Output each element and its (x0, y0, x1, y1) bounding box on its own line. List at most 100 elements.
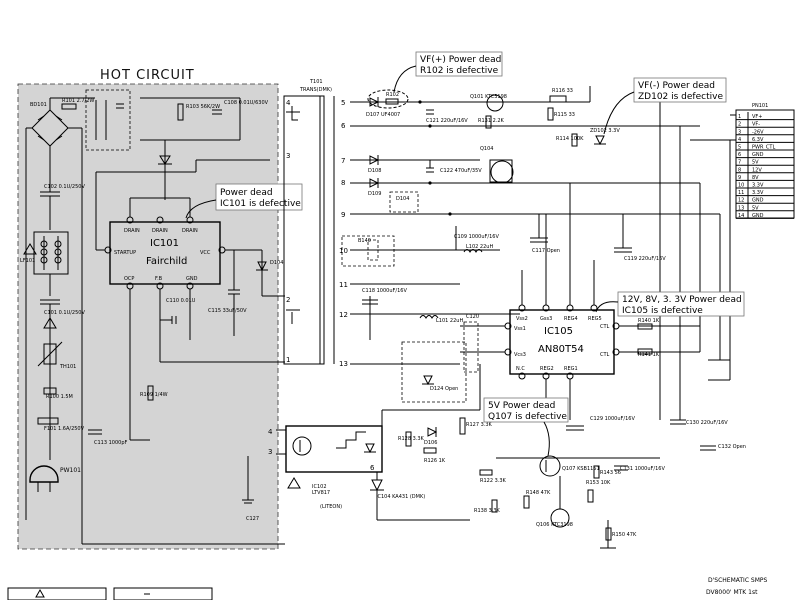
r126-resistor (423, 447, 437, 454)
connector-pin-label: 3.3V (752, 190, 764, 196)
connector-pin-label: 12V (752, 167, 762, 173)
r127-resistor (459, 417, 466, 435)
r102-label: R102 (386, 92, 399, 98)
q104-label: Q104 (480, 146, 493, 152)
d107-diode (369, 97, 380, 107)
f101-label: F101 1.6A/250V (44, 426, 85, 432)
r127-label: R127 3.3K (466, 422, 493, 428)
pn101-ref: PN101 (752, 103, 768, 109)
c130-label: C130 220uF/16V (686, 420, 728, 426)
d104-label: D104 (270, 260, 283, 266)
r102-highlight (367, 89, 409, 109)
c108-label: C108 0.01U/630V (224, 100, 269, 106)
r114-label: R114 100K (556, 136, 584, 142)
opto-pin-6: 6 (370, 464, 375, 472)
ic105-part: AN80T54 (538, 344, 584, 355)
t101-pin-6: 6 (341, 122, 346, 130)
ic105-pin-reg1: REG1 (564, 366, 578, 372)
ic101-pin-drain1: DRAIN (124, 228, 140, 234)
q107-label: Q107 KSB1151 (562, 466, 600, 472)
ic102-part: LTV817 (312, 490, 330, 496)
callout-ic105-line1: 12V, 8V, 3. 3V Power dead (622, 295, 742, 305)
t101-pin-2: 2 (286, 296, 290, 304)
t101-part: TRANS(DMK) (299, 87, 332, 93)
q101-label: Q101 KTC3198 (470, 94, 507, 100)
opto-pin-3: 3 (268, 448, 272, 456)
ic105-pin-gss3: Gss3 (540, 316, 552, 322)
r148-label: R148 47K (526, 490, 551, 496)
c118-label: C118 1000uF/16V (362, 288, 407, 294)
ic105-pin-reg4: REG4 (564, 316, 578, 322)
t101-ref: T101 (309, 79, 323, 85)
junction (448, 212, 452, 216)
f101-fuse (37, 417, 59, 425)
title-line2: DV8000' MTK 1st (706, 589, 758, 596)
c127-label: C127 (246, 516, 259, 522)
r138-label: R138 3.3K (474, 508, 501, 514)
optocoupler-ic102: 6 (285, 425, 383, 473)
t101-pin-10: 10 (339, 247, 348, 255)
ic101-pin-gnd: GND (186, 276, 198, 282)
bd101-label: BD101 (30, 102, 47, 108)
callout-ic105-line2: IC105 is defective (622, 306, 703, 316)
connector-pin-number: 12 (738, 198, 744, 204)
q106-label: Q106 KTC3198 (536, 522, 573, 528)
r141-label: R141 1K (638, 352, 660, 358)
connector-pin-number: 10 (738, 183, 744, 189)
secondary-rails (333, 96, 720, 365)
r153-label: R153 10K (586, 480, 611, 486)
d104-dashed-box (389, 191, 419, 213)
callout-vf-minus-line1: VF(-) Power dead (638, 81, 715, 91)
connector-pin-label: 3.3V (752, 183, 764, 189)
callout-vf-minus-line2: ZD102 is defective (638, 92, 723, 102)
callout-ic105: 12V, 8V, 3. 3V Power dead IC105 is defec… (595, 291, 745, 317)
r143-resistor (593, 465, 600, 479)
connector-pin-label: 8V (752, 175, 759, 181)
connector-pin-number: 14 (738, 213, 744, 219)
t101-pin-13: 13 (339, 360, 348, 368)
d108-label: D108 (368, 168, 381, 174)
connector-pin-label: PWR_CTL (752, 145, 775, 151)
c106-label: C102 0.1U/250V (44, 184, 85, 190)
d104-diode (257, 261, 267, 272)
ic104-label: IC104 KA431 (DMK) (376, 494, 425, 500)
t101-pin-3: 3 (286, 152, 290, 160)
ic105-pin-ctl2: CTL (600, 352, 610, 358)
callout-vf-plus: VF(+) Power dead R102 is defective (393, 51, 503, 93)
connector-pin-number: 7 (738, 160, 741, 166)
snubber-block (85, 89, 131, 151)
c119-label: C119 220uF/16V (624, 256, 666, 262)
d106-label: D106 (424, 440, 437, 446)
r116-resistor (549, 95, 567, 103)
callout-q107-line1: 5V Power dead (488, 401, 555, 411)
callout-vf-plus-line2: R102 is defective (420, 66, 499, 76)
ic101-pin-fb: F.B (155, 276, 163, 282)
r131-resistor (485, 115, 492, 129)
c115-label: C115 33uF/50V (208, 308, 247, 314)
r128-resistor (405, 431, 412, 447)
l102-label: L102 22uH (466, 244, 493, 250)
line-filter-lf101: LF101 (20, 231, 69, 275)
r122-label: R122 3.3K (480, 478, 507, 484)
power-plug-icon (29, 465, 59, 492)
d124-label: D124 Open (430, 386, 458, 392)
connector-pin-number: 2 (738, 122, 741, 128)
plug-label: PW101 (60, 467, 81, 474)
c122-label: C122 470uF/35V (440, 168, 482, 174)
ic105-block: Vss2 Gss3 REG4 REG5 CTL Vss1 Vcs3 N.C RE… (504, 304, 620, 380)
t101-pin-8: 8 (341, 179, 345, 187)
l101-inductor (419, 315, 439, 319)
r109-resistor (147, 385, 154, 401)
connector-pin-label: VF+ (752, 114, 763, 120)
r109-label: R109 1/4W (140, 392, 168, 398)
t101-pin-9: 9 (341, 211, 345, 219)
transformer-secondary-pins: 5 6 7 8 9 10 11 12 13 (339, 99, 348, 368)
q101-transistor (486, 94, 504, 112)
r114-resistor (571, 133, 578, 147)
d107-label: D107 UF4007 (366, 112, 400, 118)
connector-pin-number: 8 (738, 167, 741, 173)
d109-diode (369, 178, 380, 188)
